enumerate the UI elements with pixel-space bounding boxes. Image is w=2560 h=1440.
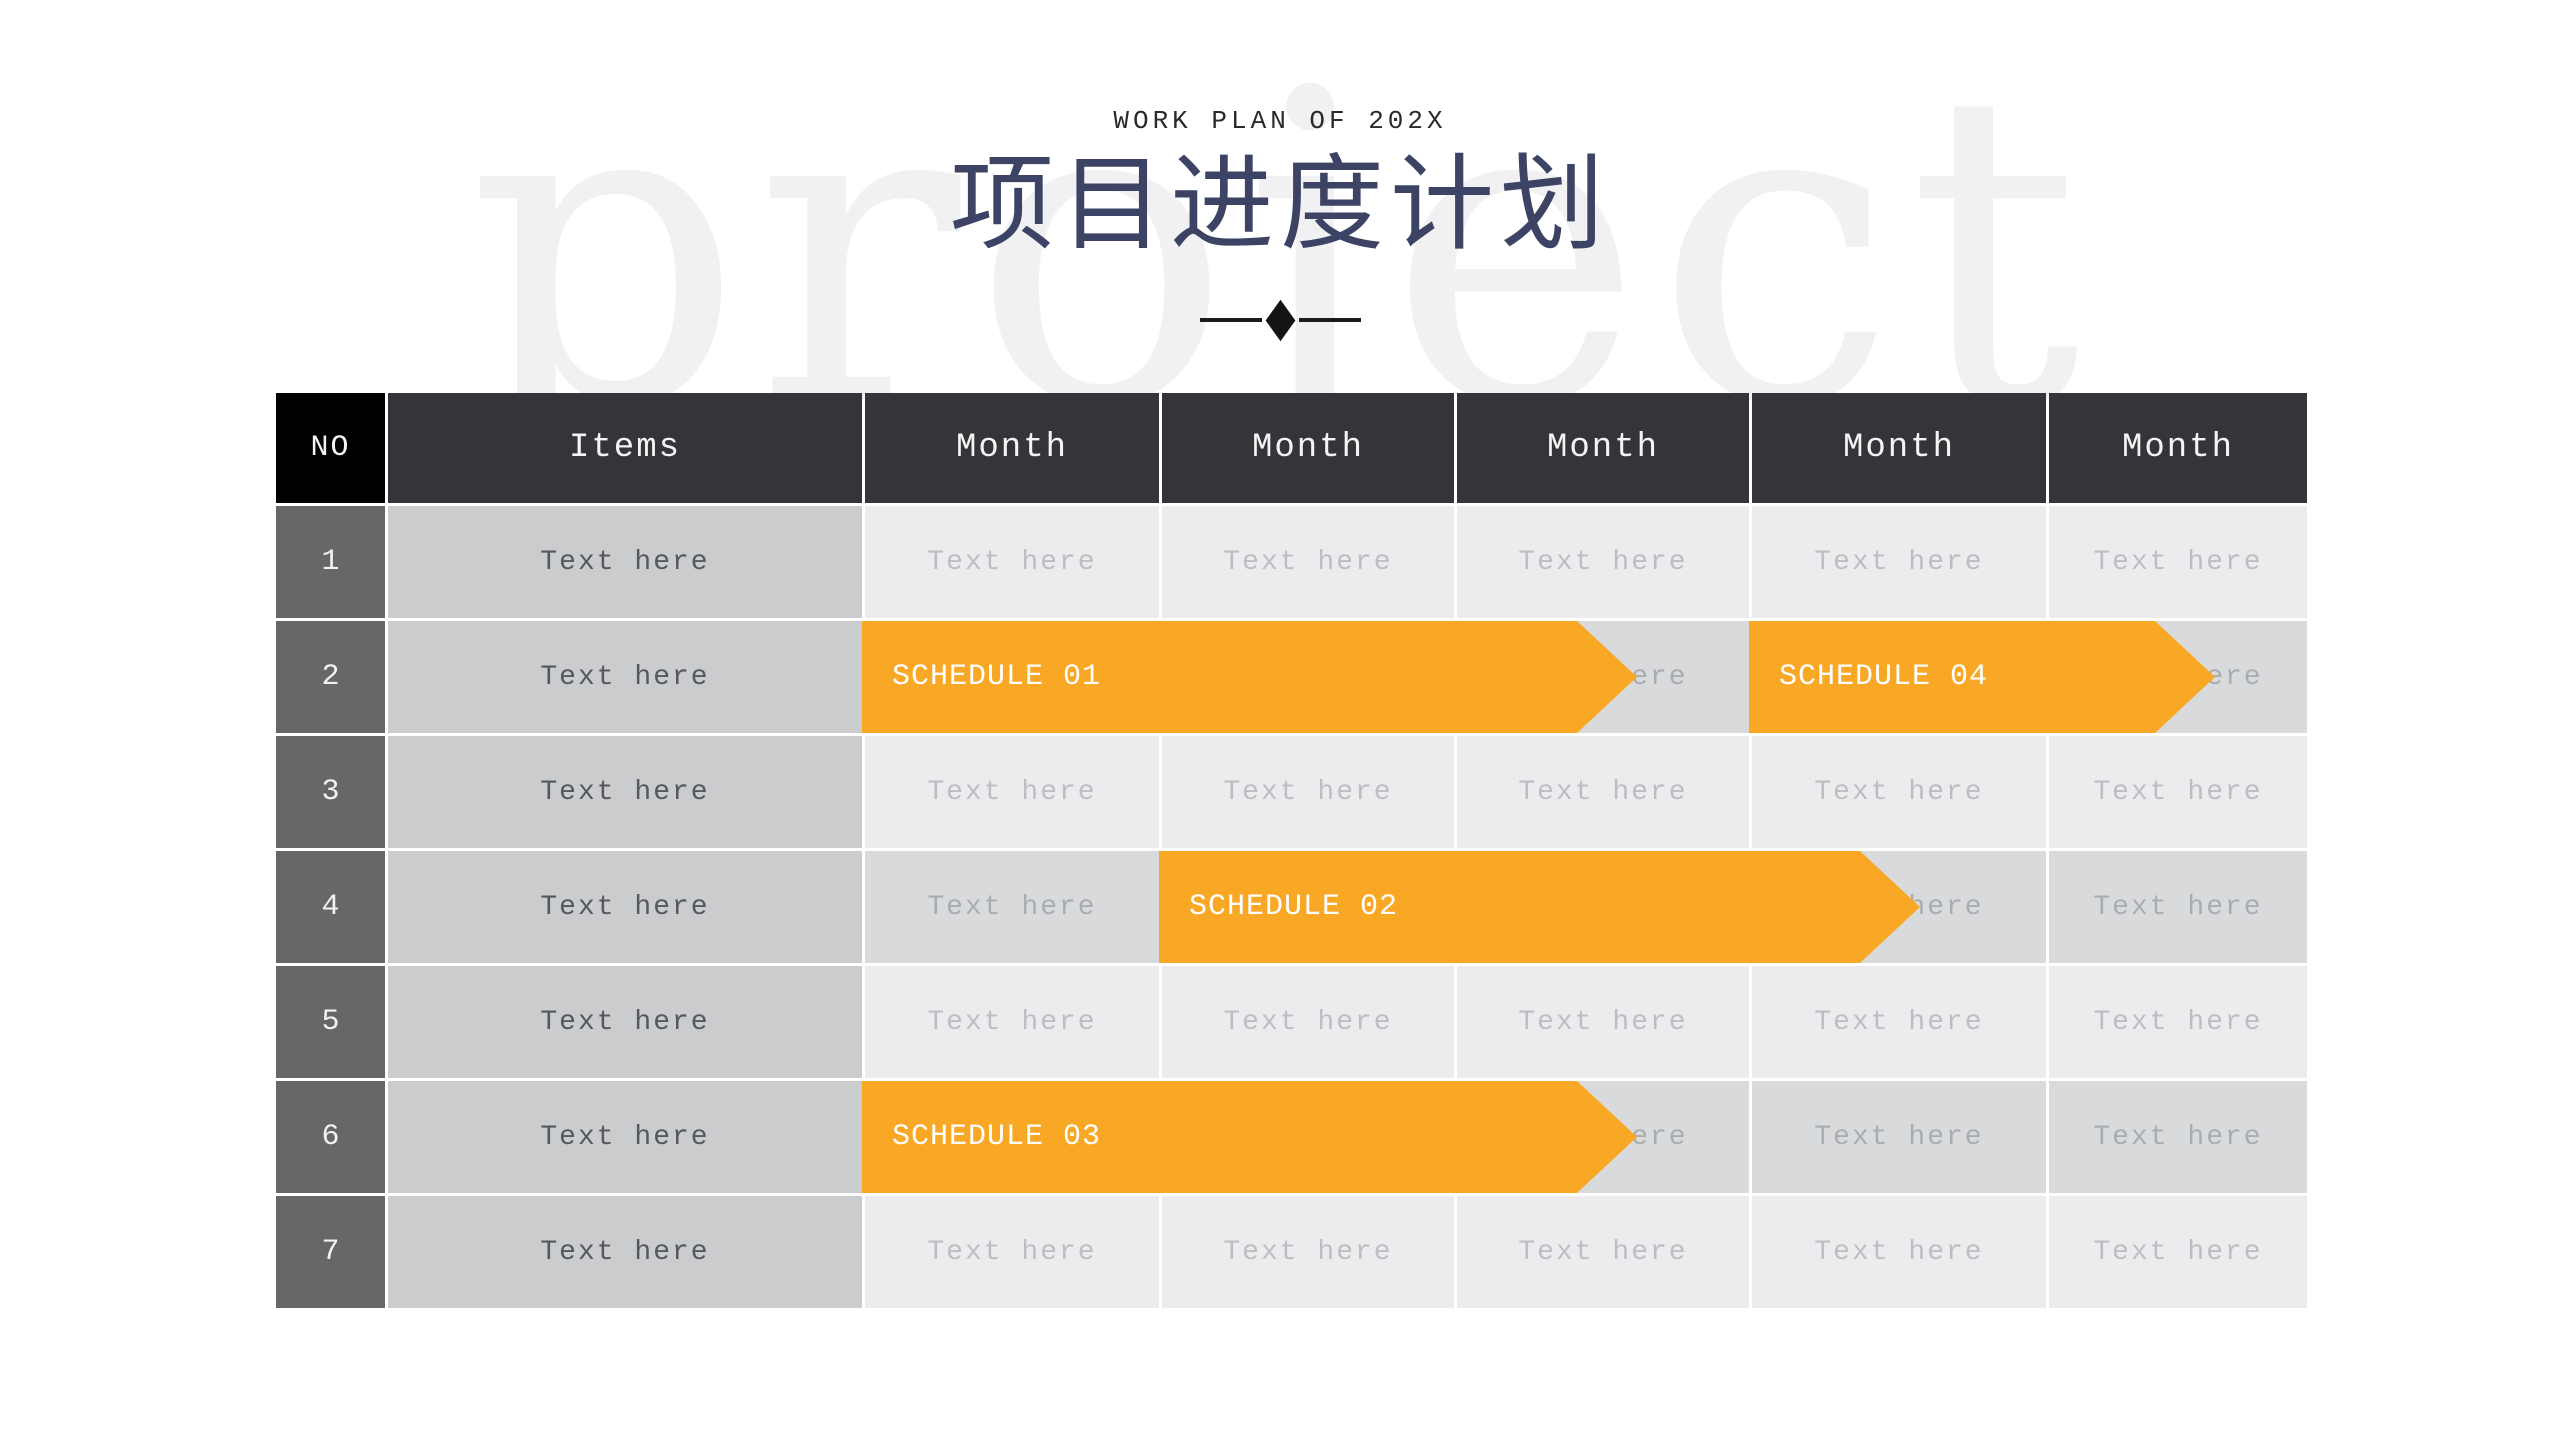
month-cell: Text here <box>1162 966 1454 1078</box>
column-header-month-4: Month <box>1752 393 2046 503</box>
page-title: 项目进度计划 <box>949 143 1610 265</box>
gantt-bar-label: SCHEDULE 04 <box>1779 660 1989 694</box>
item-cell: Text here <box>388 736 862 848</box>
month-cell: Text here <box>865 966 1159 1078</box>
month-cell: Text here <box>1162 736 1454 848</box>
month-cell: Text here <box>2049 736 2307 848</box>
item-cell: Text here <box>388 1081 862 1193</box>
month-cell: Text here <box>2049 966 2307 1078</box>
divider-line-right <box>1298 318 1361 322</box>
gantt-bar-schedule-04: SCHEDULE 04 <box>1749 621 2215 733</box>
schedule-table: NO Items Month Month Month Month Month 1… <box>276 393 2307 1308</box>
gantt-bar-label: SCHEDULE 02 <box>1189 890 1399 924</box>
month-cell: Text here <box>1752 966 2046 1078</box>
column-header-month-2: Month <box>1162 393 1454 503</box>
month-cell: Text here <box>1457 506 1749 618</box>
column-header-month-5: Month <box>2049 393 2307 503</box>
gantt-bar-schedule-02: SCHEDULE 02 <box>1159 851 1920 963</box>
month-cell: Text here <box>2049 1081 2307 1193</box>
month-cell: Text here <box>2049 1196 2307 1308</box>
column-header-no: NO <box>276 393 385 503</box>
gantt-bar-label: SCHEDULE 01 <box>892 660 1102 694</box>
column-header-month-3: Month <box>1457 393 1749 503</box>
month-cell: Text here <box>1162 506 1454 618</box>
column-header-items: Items <box>388 393 862 503</box>
month-cell: Text here <box>865 736 1159 848</box>
month-cell: Text here <box>1457 736 1749 848</box>
month-cell: Text here <box>865 506 1159 618</box>
month-cell: Text here <box>1752 736 2046 848</box>
row-number-cell: 3 <box>276 736 385 848</box>
month-cell: Text here <box>865 1196 1159 1308</box>
divider-diamond-icon <box>1265 299 1295 341</box>
item-cell: Text here <box>388 851 862 963</box>
month-cell: Text here <box>1457 966 1749 1078</box>
row-number-cell: 6 <box>276 1081 385 1193</box>
divider-line-left <box>1199 318 1262 322</box>
month-cell: Text here <box>1457 1196 1749 1308</box>
month-cell: Text here <box>1162 1196 1454 1308</box>
gantt-bar-schedule-01: SCHEDULE 01 <box>862 621 1637 733</box>
row-number-cell: 7 <box>276 1196 385 1308</box>
row-number-cell: 2 <box>276 621 385 733</box>
item-cell: Text here <box>388 621 862 733</box>
row-number-cell: 5 <box>276 966 385 1078</box>
month-cell: Text here <box>1752 506 2046 618</box>
month-cell: Text here <box>2049 851 2307 963</box>
item-cell: Text here <box>388 1196 862 1308</box>
month-cell: Text here <box>2049 506 2307 618</box>
gantt-bar-label: SCHEDULE 03 <box>892 1120 1102 1154</box>
month-cell: Text here <box>1752 1196 2046 1308</box>
item-cell: Text here <box>388 506 862 618</box>
title-divider <box>0 299 2560 341</box>
row-number-cell: 1 <box>276 506 385 618</box>
row-number-cell: 4 <box>276 851 385 963</box>
gantt-bar-schedule-03: SCHEDULE 03 <box>862 1081 1637 1193</box>
column-header-month-1: Month <box>865 393 1159 503</box>
month-cell: Text here <box>1752 1081 2046 1193</box>
item-cell: Text here <box>388 966 862 1078</box>
eyebrow-label: WORK PLAN OF 202X <box>1113 106 1447 136</box>
month-cell: Text here <box>865 851 1159 963</box>
